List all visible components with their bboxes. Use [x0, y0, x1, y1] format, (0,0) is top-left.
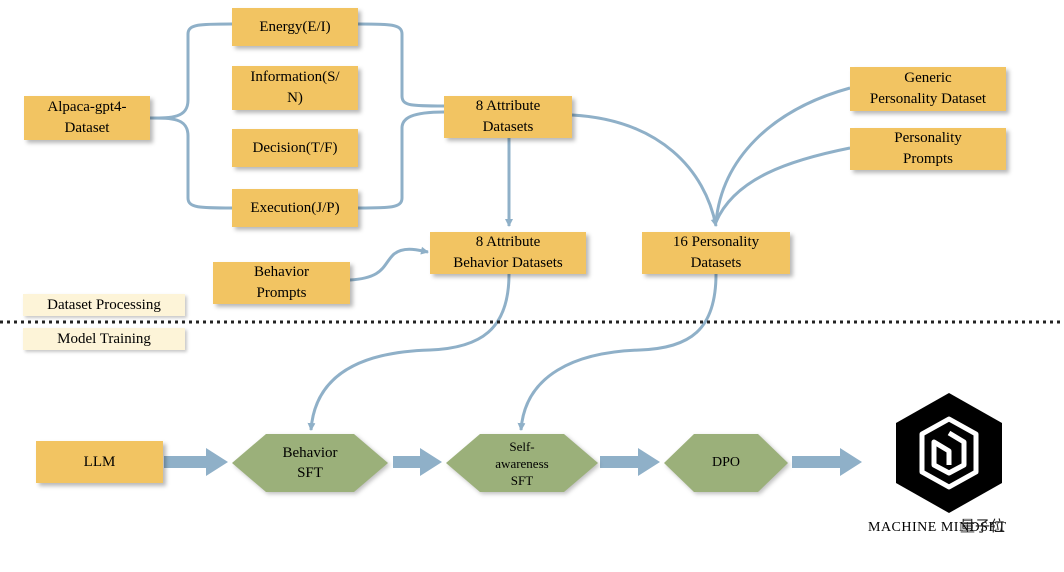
- arrow-llm-to-behaviorsft: [164, 448, 228, 476]
- arrow-16p-to-selfsft: [517, 273, 718, 431]
- node-8-attribute-datasets: 8 Attribute Datasets: [444, 96, 572, 138]
- stage-dpo-label: DPO: [711, 455, 740, 470]
- stage-behavior-sft: Behavior SFT: [232, 434, 388, 492]
- section-tag-model-training: Model Training: [23, 328, 185, 350]
- brace-left-bottom: [149, 116, 233, 210]
- node-generic-personality-dataset: Generic Personality Dataset: [850, 67, 1006, 111]
- stage-dpo: DPO: [664, 434, 788, 492]
- node-information: Information(S/ N): [232, 66, 358, 110]
- node-behavior-prompts: Behavior Prompts: [213, 262, 350, 304]
- watermark-text: 量子位: [960, 517, 1006, 535]
- brace-right-bottom: [357, 110, 445, 210]
- stage-self-awareness-sft: Self- awareness SFT: [446, 434, 598, 492]
- node-16-personality-datasets: 16 Personality Datasets: [642, 232, 790, 274]
- node-alpaca-dataset: Alpaca-gpt4- Dataset: [24, 96, 150, 140]
- arrow-behaviorsft-to-selfsft: [393, 448, 442, 476]
- arrow-personalityprompts-to-16p: [714, 146, 851, 223]
- node-llm: LLM: [36, 441, 163, 483]
- brace-left: [149, 22, 233, 120]
- logo-text: MACHINE MINDSET: [868, 520, 1007, 535]
- stage-self-awareness-sft-label: Self- awareness SFT: [495, 438, 549, 488]
- section-tag-dataset-processing: Dataset Processing: [23, 294, 185, 316]
- stage-behavior-sft-label: Behavior SFT: [282, 445, 338, 481]
- arrow-attr8-to-16p: [571, 113, 719, 227]
- node-8-attribute-behavior-datasets: 8 Attribute Behavior Datasets: [430, 232, 586, 274]
- node-execution: Execution(J/P): [232, 189, 358, 227]
- node-personality-prompts: Personality Prompts: [850, 128, 1006, 170]
- arrow-generic-to-16p: [714, 86, 851, 223]
- arrow-behavior-to-sft: [307, 273, 511, 431]
- arrow-dpo-to-model: [792, 448, 862, 476]
- brace-right: [357, 22, 445, 108]
- node-energy: Energy(E/I): [232, 8, 358, 46]
- node-decision: Decision(T/F): [232, 129, 358, 167]
- machine-mindset-hexagon-icon: [896, 393, 1002, 513]
- arrow-behaviorprompts-to-behavior: [349, 246, 429, 282]
- arrow-selfsft-to-dpo: [600, 448, 660, 476]
